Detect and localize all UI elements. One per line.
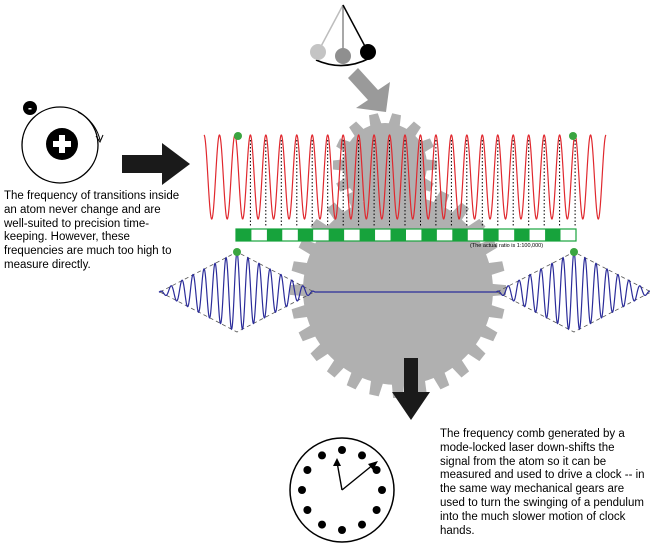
electron-icon: - <box>23 101 37 115</box>
comb-tick-segment <box>406 229 422 241</box>
clock-hour-dot <box>358 520 366 529</box>
gear-to-clock-arrow-icon <box>392 358 430 420</box>
comb-tick-segment <box>560 229 576 241</box>
comb-tick-segment <box>436 229 453 241</box>
comb-tick-segment <box>514 229 530 241</box>
optical-frequency-wave <box>203 134 607 220</box>
comb-tick-segment <box>251 229 267 241</box>
clock-icon <box>289 437 395 543</box>
comb-bar-frame <box>235 228 577 242</box>
clock-hour-dot <box>372 466 381 474</box>
atom-to-wave-arrow-icon <box>122 143 190 185</box>
clock-hour-dot <box>378 486 386 494</box>
comb-tick-segment <box>236 229 252 241</box>
svg-text:-: - <box>28 101 32 115</box>
frequency-alignment-lines <box>249 140 576 226</box>
clock-hour-dot <box>338 526 346 534</box>
marker-dots <box>233 132 578 256</box>
comb-caption: The frequency comb generated by a mode-l… <box>440 428 645 537</box>
clock-hour-dot <box>303 506 312 514</box>
comb-tick-segment <box>545 229 561 241</box>
comb-pulse-wave <box>158 250 650 331</box>
comb-tick-segment <box>282 229 298 241</box>
pendulum-icon <box>310 4 376 67</box>
gear-input-arrow-icon <box>348 68 390 112</box>
clock-hour-dot <box>318 451 326 460</box>
comb-tick-segment <box>421 229 437 241</box>
clock-hour-dot <box>318 520 326 529</box>
comb-tick-segment <box>359 229 376 241</box>
comb-tick-segment <box>529 229 546 241</box>
comb-tick-segment <box>375 229 391 241</box>
clock-hour-dot <box>298 486 306 494</box>
comb-tick-segment <box>452 229 468 241</box>
clock-hour-dot <box>303 466 312 474</box>
atom-caption: The frequency of transitions inside an a… <box>4 190 180 271</box>
comb-tick-segment <box>467 229 484 241</box>
clock-hour-dot <box>358 451 366 460</box>
large-gear-icon <box>290 182 506 398</box>
comb-tick-segment <box>297 229 314 241</box>
ratio-note: (The actual ratio is 1:100,000) <box>470 243 543 249</box>
comb-tick-segment <box>313 229 329 241</box>
comb-tick-segment <box>390 229 406 241</box>
comb-tick-segment <box>483 229 499 241</box>
comb-tick-bar <box>235 228 577 242</box>
comb-tick-segment <box>498 229 515 241</box>
small-gear-icon <box>333 113 437 217</box>
comb-tick-segment <box>344 229 360 241</box>
clock-hour-dot <box>372 506 381 514</box>
nucleus-icon <box>46 128 78 160</box>
atom-icon: - <box>21 101 104 184</box>
clock-hour-dot <box>338 446 346 454</box>
comb-tick-segment <box>328 229 345 241</box>
comb-tick-segment <box>266 229 283 241</box>
